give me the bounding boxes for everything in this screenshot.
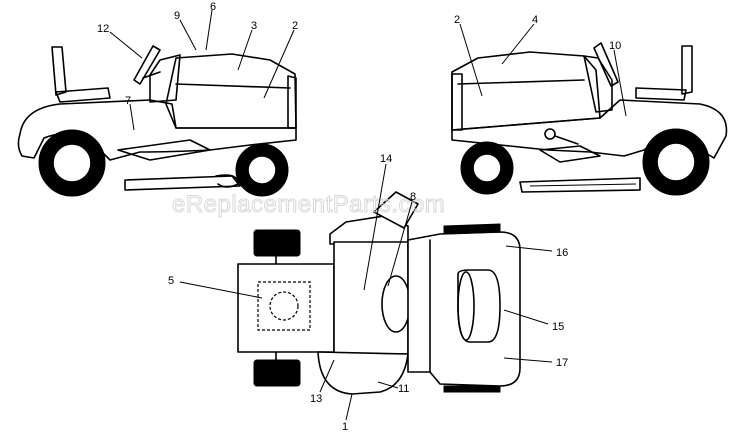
- callout-4: 4: [532, 14, 538, 26]
- lift-lever: [554, 135, 579, 145]
- battery-outline: [257, 281, 311, 331]
- deck-chute-left: [215, 174, 239, 188]
- hood-right: [451, 51, 601, 131]
- front-bumper-top: [443, 223, 501, 235]
- front-hub-right: [472, 153, 502, 183]
- steering-wheel-right: [593, 42, 619, 87]
- callout-13: 13: [310, 393, 322, 405]
- seat-back-right: [681, 45, 693, 95]
- dash-panel-right: [583, 55, 613, 113]
- fender-deck: [237, 263, 335, 353]
- callout-8: 8: [410, 191, 416, 203]
- callout-5: 5: [168, 275, 174, 287]
- callout-14: 14: [380, 153, 392, 165]
- callout-15: 15: [552, 321, 564, 333]
- seat-cushion: [55, 87, 111, 103]
- callout-16: 16: [556, 247, 568, 259]
- callout-1: 1: [342, 421, 348, 433]
- callout-2-right: 2: [454, 14, 460, 26]
- battery-cap: [269, 291, 299, 321]
- hood-line-right: [457, 79, 585, 85]
- hood-line: [175, 83, 291, 89]
- callout-3: 3: [251, 20, 257, 32]
- callout-12: 12: [97, 23, 109, 35]
- tractor-right-view: [451, 42, 728, 196]
- mower-deck-right: [519, 177, 641, 193]
- mower-deck-left: [124, 175, 241, 191]
- callout-7: 7: [125, 95, 131, 107]
- rear-tire-bottom: [253, 359, 301, 387]
- seat-back: [51, 46, 67, 96]
- callout-11: 11: [398, 383, 409, 395]
- front-hub-left: [247, 155, 277, 185]
- fender-curve: [317, 351, 409, 395]
- steering-oval: [381, 275, 411, 333]
- callout-9: 9: [174, 10, 180, 22]
- callout-numbers: 12 9 6 3 2 7 2 4 10 14 8 5 16 15 17 13 1…: [97, 1, 621, 433]
- front-bumper-bottom: [443, 385, 501, 393]
- deck-lines-right: [529, 183, 637, 187]
- pedal-right: [539, 145, 601, 163]
- callout-17: 17: [556, 357, 568, 369]
- hood-top-dash: [329, 215, 409, 245]
- pedal-arm: [117, 139, 211, 161]
- tractor-left-view: [17, 45, 297, 197]
- grille-oval-top: [457, 269, 501, 343]
- grille-right: [451, 73, 463, 131]
- watermark: eReplacementParts.com: [172, 191, 445, 218]
- grille-oval-inner: [457, 271, 475, 341]
- seat-cushion-right: [635, 87, 687, 101]
- rear-tire-top: [253, 229, 301, 257]
- callout-6: 6: [210, 1, 216, 13]
- rear-hub-left: [52, 143, 92, 183]
- steering-column: [142, 71, 161, 79]
- callout-2: 2: [292, 20, 298, 32]
- dash-panel: [149, 54, 181, 103]
- tractor-top-view: [237, 191, 521, 395]
- frame-body: [17, 99, 297, 161]
- callout-10: 10: [609, 40, 621, 52]
- lift-lever-knob: [544, 128, 556, 140]
- rear-hub-right: [656, 142, 696, 182]
- leader-lines: [109, 9, 627, 421]
- hood: [165, 53, 297, 129]
- steering-wheel: [133, 45, 161, 85]
